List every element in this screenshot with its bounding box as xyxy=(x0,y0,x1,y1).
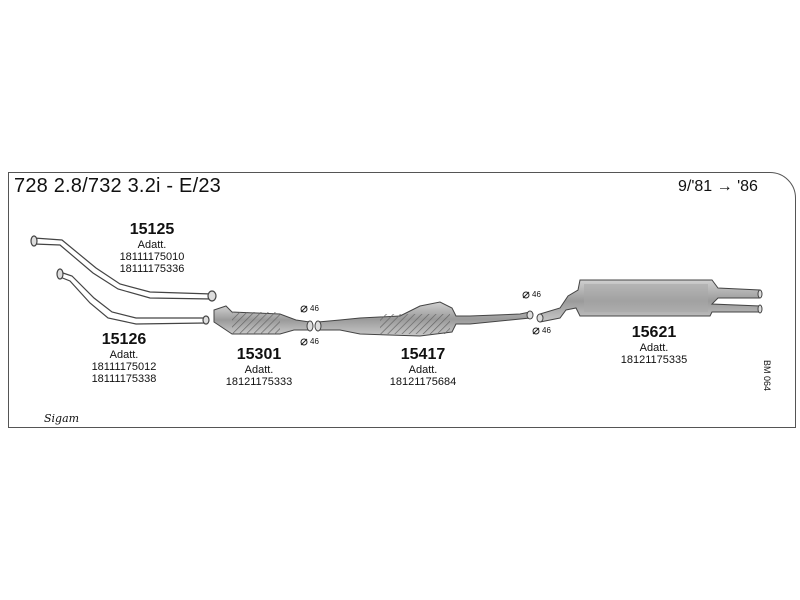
diameter-label: 46 xyxy=(310,337,319,346)
diameter-label: 46 xyxy=(532,290,541,299)
document-code: BM 064 xyxy=(762,360,772,392)
diameter-icon xyxy=(532,327,540,335)
diameter-icon xyxy=(300,338,308,346)
diameter-icon xyxy=(522,291,530,299)
part-label-15417: 15417 Adatt. 18121175684 xyxy=(353,346,493,388)
production-date-range: 9/'81 → '86 xyxy=(678,178,758,195)
oem-code: 18111175336 xyxy=(119,263,185,275)
part-number: 15301 xyxy=(236,346,282,363)
diameter-icon xyxy=(300,305,308,313)
part-note: Adatt. xyxy=(244,364,274,376)
part-label-15125: 15125 Adatt. 18111175010 18111175336 xyxy=(82,221,222,275)
part-number: 15417 xyxy=(400,346,446,363)
oem-code: 18121175684 xyxy=(389,376,457,388)
front-silencer-15301 xyxy=(213,305,314,335)
part-note: Adatt. xyxy=(639,342,669,354)
oem-code: 18121175333 xyxy=(225,376,293,388)
rear-silencer-15621 xyxy=(536,279,763,323)
middle-silencer-15417 xyxy=(314,301,534,337)
diagram-frame xyxy=(8,172,796,428)
front-pipe-15125 xyxy=(30,235,217,302)
diameter-label: 46 xyxy=(310,304,319,313)
part-note: Adatt. xyxy=(408,364,438,376)
part-label-15126: 15126 Adatt. 18111175012 18111175338 xyxy=(54,331,194,385)
part-note: Adatt. xyxy=(109,349,139,361)
diameter-label: 46 xyxy=(542,326,551,335)
brand-logo: Sigam xyxy=(44,412,80,425)
oem-code: 18111175012 xyxy=(91,361,157,373)
part-number: 15621 xyxy=(631,324,677,341)
front-pipe-15126 xyxy=(56,268,210,325)
part-label-15621: 15621 Adatt. 18121175335 xyxy=(584,324,724,366)
part-number: 15126 xyxy=(101,331,147,348)
part-number: 15125 xyxy=(129,221,175,238)
part-label-15301: 15301 Adatt. 18121175333 xyxy=(189,346,329,388)
part-note: Adatt. xyxy=(137,239,167,251)
oem-code: 18111175010 xyxy=(119,251,185,263)
oem-code: 18121175335 xyxy=(620,354,688,366)
oem-code: 18111175338 xyxy=(91,373,157,385)
vehicle-model-title: 728 2.8/732 3.2i - E/23 xyxy=(14,175,221,197)
